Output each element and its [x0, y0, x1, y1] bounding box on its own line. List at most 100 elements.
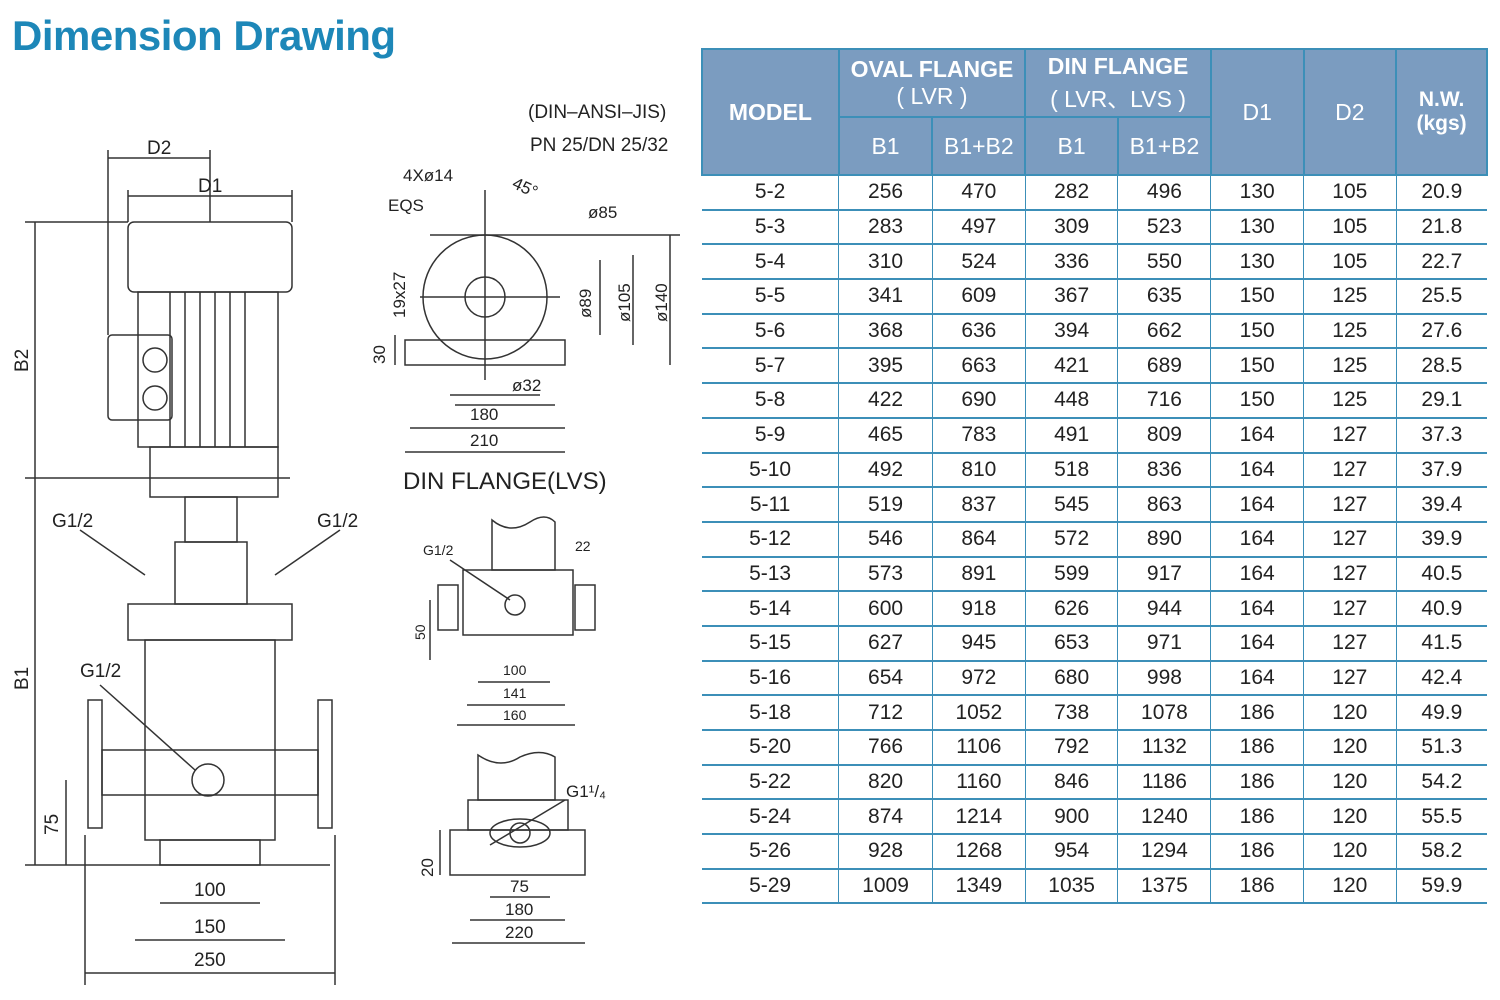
cell-nw: 54.2	[1395, 764, 1487, 801]
cell-d1: 186	[1210, 695, 1304, 731]
dim-100: 100	[194, 880, 226, 901]
header-din-b1: B1	[1024, 116, 1119, 176]
cell-din-b1: 599	[1024, 556, 1118, 593]
cell-d2: 105	[1303, 244, 1397, 281]
cell-din-b1b2: 523	[1117, 209, 1211, 246]
cell-din-b1: 518	[1024, 452, 1118, 489]
cell-oval-b1b2: 972	[931, 660, 1026, 697]
cell-din-b1: 491	[1024, 417, 1118, 454]
dim-slot: 19x27	[390, 271, 409, 318]
cell-model: 5-7	[702, 348, 839, 385]
cell-nw: 42.4	[1395, 660, 1487, 697]
cell-oval-b1b2: 837	[931, 487, 1026, 523]
cell-din-b1b2: 550	[1117, 244, 1211, 281]
cell-d1: 164	[1210, 521, 1304, 558]
cell-d2: 125	[1303, 279, 1397, 315]
cell-d2: 105	[1303, 209, 1397, 246]
cell-model: 5-20	[702, 730, 839, 766]
cell-din-b1b2: 1375	[1117, 868, 1211, 905]
cell-oval-b1b2: 945	[931, 625, 1026, 662]
cell-din-b1: 282	[1024, 175, 1118, 211]
cell-model: 5-14	[702, 591, 839, 627]
cell-d1: 130	[1210, 209, 1304, 246]
dim-d1: D1	[198, 176, 223, 197]
cell-oval-b1: 766	[838, 730, 933, 766]
lvs-100: 100	[503, 662, 527, 678]
cell-nw: 21.8	[1395, 209, 1487, 246]
cell-oval-b1: 600	[838, 591, 933, 627]
cell-oval-b1: 874	[838, 799, 933, 836]
dim-d105: ø105	[615, 283, 634, 322]
cell-nw: 59.9	[1395, 868, 1487, 905]
cell-oval-b1b2: 663	[931, 348, 1026, 385]
cell-nw: 49.9	[1395, 695, 1487, 731]
cell-d2: 127	[1303, 660, 1397, 697]
cell-oval-b1b2: 609	[931, 279, 1026, 315]
header-model: MODEL	[701, 48, 840, 176]
cell-d1: 164	[1210, 417, 1304, 454]
cell-oval-b1b2: 1052	[931, 695, 1026, 731]
base-180: 180	[505, 900, 534, 919]
cell-oval-b1: 465	[838, 417, 933, 454]
cell-din-b1b2: 890	[1117, 521, 1211, 558]
cell-nw: 51.3	[1395, 730, 1487, 766]
cell-oval-b1: 573	[838, 556, 933, 593]
cell-din-b1b2: 1240	[1117, 799, 1211, 836]
cell-nw: 29.1	[1395, 383, 1487, 419]
cell-d2: 125	[1303, 348, 1397, 385]
cell-din-b1: 626	[1024, 591, 1118, 627]
cell-d2: 127	[1303, 591, 1397, 627]
dim-180: 180	[470, 405, 499, 424]
cell-oval-b1b2: 1160	[931, 764, 1026, 801]
cell-oval-b1b2: 810	[931, 452, 1026, 489]
cell-model: 5-15	[702, 625, 839, 662]
header-oval-flange: OVAL FLANGE( LVR )	[837, 48, 1027, 118]
cell-oval-b1b2: 636	[931, 313, 1026, 350]
dim-150: 150	[194, 917, 226, 938]
cell-din-b1b2: 1294	[1117, 834, 1211, 870]
cell-din-b1b2: 662	[1117, 313, 1211, 350]
cell-oval-b1: 712	[838, 695, 933, 731]
cell-oval-b1: 395	[838, 348, 933, 385]
cell-din-b1b2: 836	[1117, 452, 1211, 489]
dim-75: 75	[42, 813, 63, 835]
cell-nw: 22.7	[1395, 244, 1487, 281]
lvs-50: 50	[412, 624, 428, 640]
cell-model: 5-2	[702, 175, 839, 211]
cell-oval-b1b2: 1106	[931, 730, 1026, 766]
cell-oval-b1: 368	[838, 313, 933, 350]
cell-d1: 186	[1210, 764, 1304, 801]
cell-d1: 164	[1210, 452, 1304, 489]
cell-din-b1: 309	[1024, 209, 1118, 246]
cell-din-b1: 545	[1024, 487, 1118, 523]
flange-standard: (DIN–ANSI–JIS)	[528, 102, 667, 123]
cell-oval-b1b2: 1214	[931, 799, 1026, 836]
cell-nw: 20.9	[1395, 175, 1487, 211]
cell-oval-b1b2: 783	[931, 417, 1026, 454]
cell-d2: 127	[1303, 521, 1397, 558]
cell-oval-b1: 928	[838, 834, 933, 870]
lvs-160: 160	[503, 707, 527, 723]
cell-din-b1: 738	[1024, 695, 1118, 731]
cell-d1: 186	[1210, 868, 1304, 905]
cell-nw: 37.3	[1395, 417, 1487, 454]
cell-din-b1b2: 496	[1117, 175, 1211, 211]
cell-model: 5-12	[702, 521, 839, 558]
cell-d1: 186	[1210, 834, 1304, 870]
cell-model: 5-9	[702, 417, 839, 454]
cell-d2: 105	[1303, 175, 1397, 211]
cell-nw: 28.5	[1395, 348, 1487, 385]
cell-d1: 130	[1210, 244, 1304, 281]
label-holes: 4Xø14	[403, 166, 454, 185]
cell-model: 5-26	[702, 834, 839, 870]
